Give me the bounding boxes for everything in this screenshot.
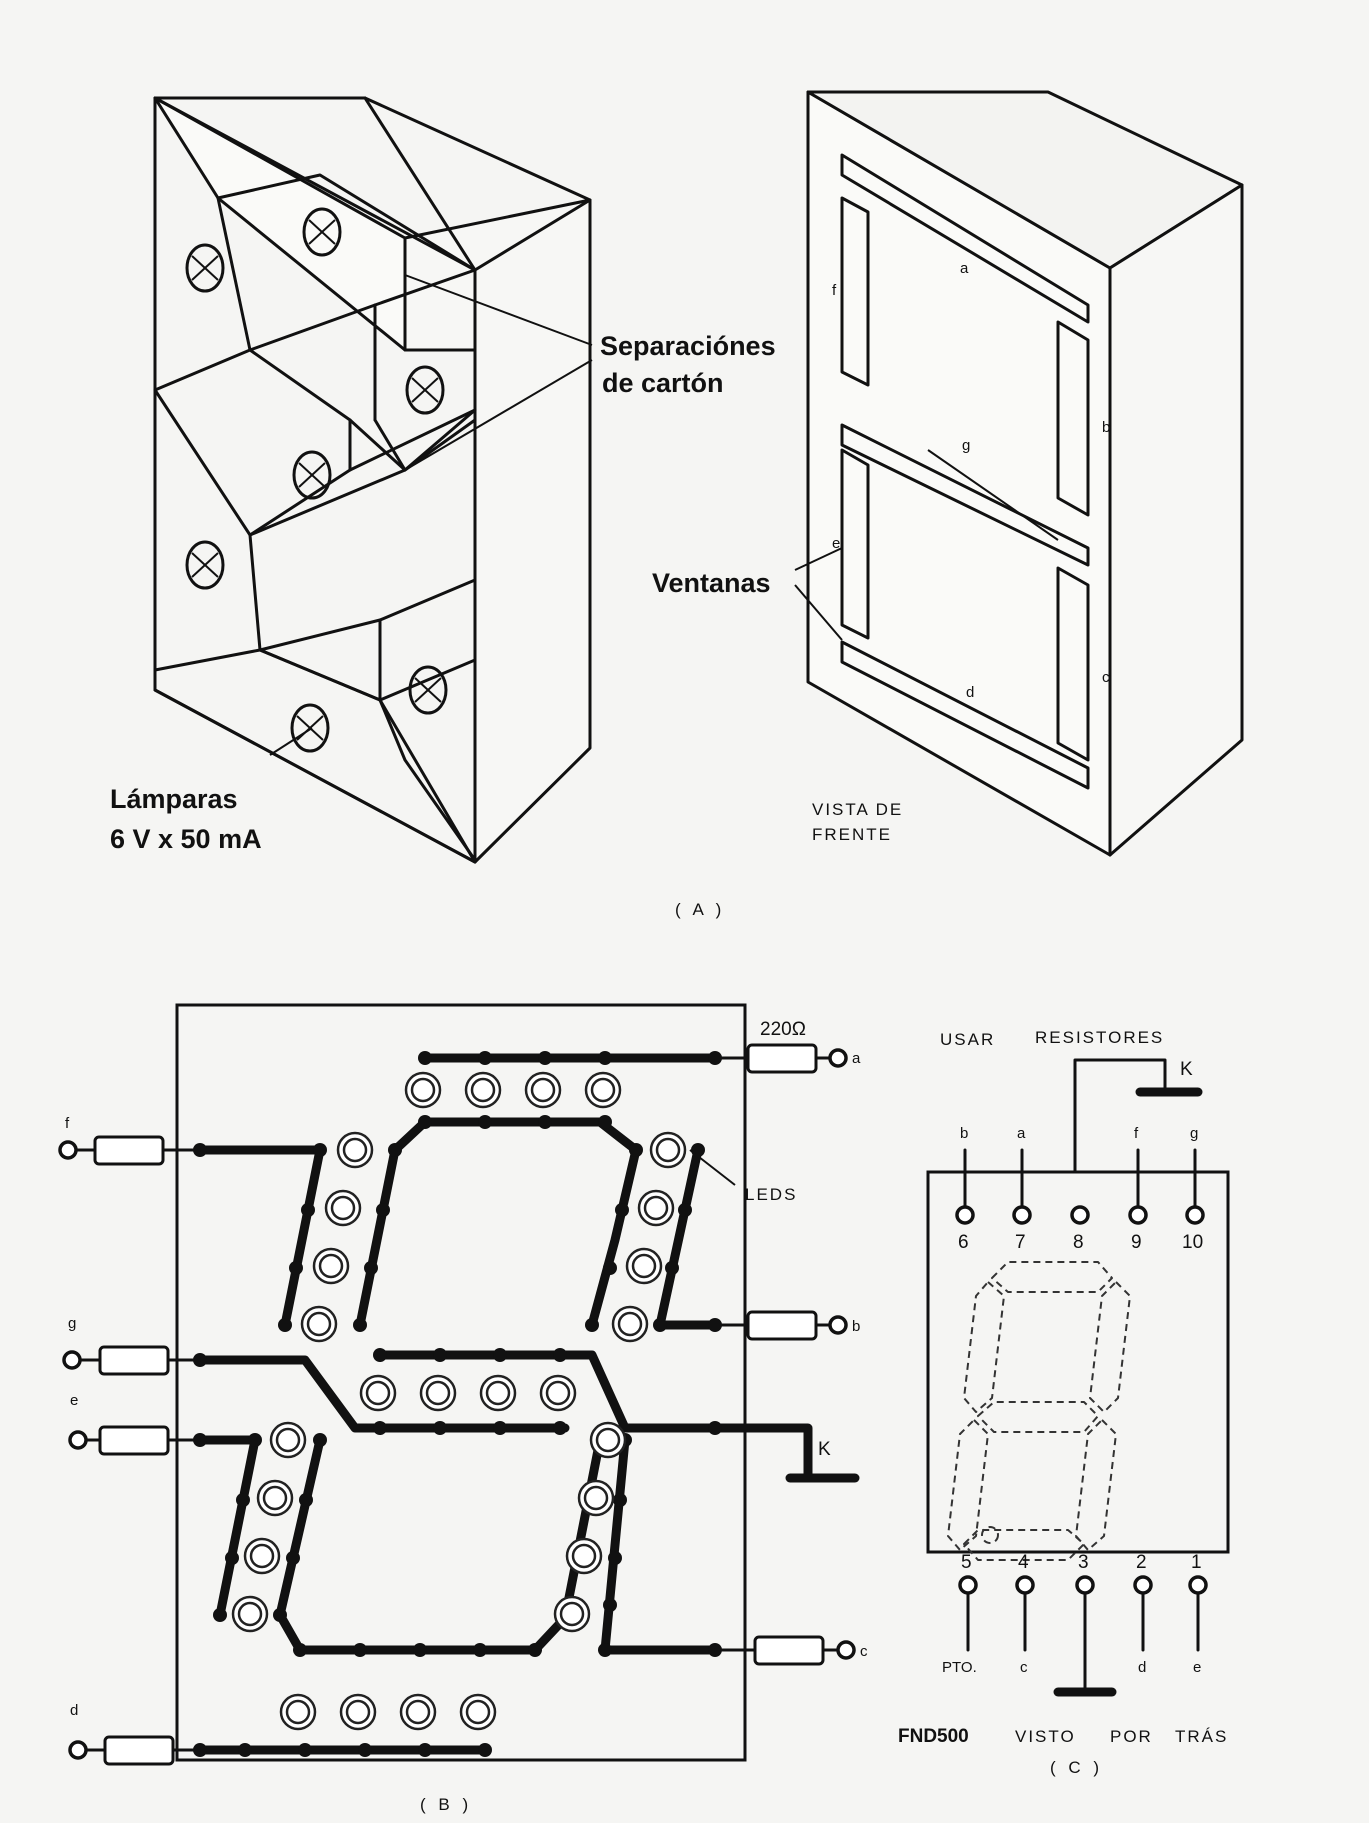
seg-label-c: c [1102, 669, 1110, 686]
pin-6: 6 [958, 1232, 969, 1253]
term-label-g: g [68, 1315, 76, 1332]
pin-letter-b: b [960, 1125, 968, 1142]
seg-label-f: f [832, 282, 837, 299]
label-fnd500: FND500 [898, 1726, 969, 1747]
seg-label-d: d [966, 684, 974, 701]
label-tras: TRÁS [1175, 1727, 1228, 1746]
dashed-digit [947, 1261, 1131, 1561]
term-label-c: c [860, 1643, 868, 1660]
fig-c-fnd500 [926, 1058, 1230, 1697]
label-por: POR [1110, 1727, 1153, 1746]
pin-letter-g: g [1190, 1125, 1198, 1142]
term-label-a: a [852, 1050, 861, 1067]
pin-10: 10 [1182, 1232, 1203, 1253]
label-leds: LEDS [745, 1185, 797, 1204]
fig-a-lamp-box [153, 96, 593, 864]
seg-label-b: b [1102, 419, 1110, 436]
caption-b: ( B ) [420, 1795, 472, 1814]
seg-label-a: a [960, 260, 969, 277]
resistors [58, 1043, 856, 1766]
label-d: d [1138, 1659, 1146, 1676]
label-visto: VISTO [1015, 1727, 1076, 1746]
fig-a-front-box [794, 90, 1244, 857]
pin-letter-f: f [1134, 1125, 1139, 1142]
label-k-board: K [818, 1439, 831, 1460]
term-label-b: b [852, 1318, 860, 1335]
label-k-chip: K [1180, 1059, 1193, 1080]
label-pto: PTO. [942, 1659, 977, 1676]
pin-3: 3 [1078, 1552, 1089, 1573]
term-label-f: f [65, 1115, 70, 1132]
label-lamparas-1: Lámparas [110, 784, 238, 814]
lamp-icons [185, 207, 448, 753]
pin-1: 1 [1191, 1552, 1202, 1573]
caption-c: ( C ) [1050, 1758, 1103, 1777]
pin-9: 9 [1131, 1232, 1142, 1253]
label-vista-2: FRENTE [812, 825, 892, 844]
label-220-ohm: 220Ω [760, 1019, 806, 1040]
seg-label-e: e [832, 535, 840, 552]
caption-a: ( A ) [675, 900, 725, 919]
pin-letter-a: a [1017, 1125, 1026, 1142]
seg-label-g: g [962, 437, 970, 454]
fig-b-led-board [58, 1003, 860, 1766]
label-e: e [1193, 1659, 1201, 1676]
term-label-e: e [70, 1392, 78, 1409]
pin-4: 4 [1018, 1552, 1029, 1573]
label-resistores: RESISTORES [1035, 1028, 1164, 1047]
label-vista-1: VISTA DE [812, 800, 903, 819]
label-separaciones-2: de cartón [602, 368, 724, 398]
led-icons [231, 1071, 687, 1731]
label-lamparas-2: 6 V x 50 mA [110, 824, 262, 854]
pin-2: 2 [1136, 1552, 1147, 1573]
label-separaciones-1: Separaciónes [600, 331, 776, 361]
label-ventanas: Ventanas [652, 568, 771, 598]
term-label-d: d [70, 1702, 78, 1719]
pin-8: 8 [1073, 1232, 1084, 1253]
pin-5: 5 [961, 1552, 972, 1573]
label-c: c [1020, 1659, 1028, 1676]
label-usar: USAR [940, 1030, 995, 1049]
pin-7: 7 [1015, 1232, 1026, 1253]
